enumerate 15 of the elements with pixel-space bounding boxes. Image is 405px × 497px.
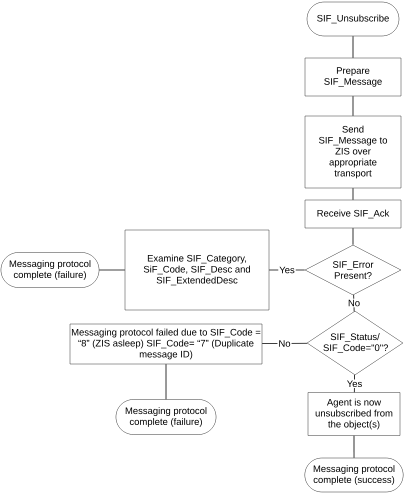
edge-label: No: [346, 298, 362, 308]
process-box: Prepare SIF_Message: [304, 58, 402, 96]
process-box: Send SIF_Message to ZIS over appropriate transport: [304, 116, 402, 188]
process-box: Receive SIF_Ack: [304, 200, 402, 228]
process-box: Agent is now unsubscribed from the object(s): [308, 392, 400, 436]
process-box: Examine SIF_Category, SiF_Code, SIF_Desc and SIF_ExtendedDesc: [124, 230, 270, 310]
process-box: Messaging protocol failed due to SIF_Code = “8” (ZIS asleep) SIF_Code= “7” (Duplicate message ID): [70, 324, 262, 364]
edge-label: Yes: [278, 266, 296, 274]
edge-label: Yes: [346, 379, 364, 388]
connector-line: [352, 188, 354, 200]
connector-line: [352, 96, 354, 116]
edge-label: No: [277, 339, 292, 348]
connector-line: [262, 342, 308, 344]
connector-line: [352, 228, 354, 246]
connector-line: [352, 36, 354, 58]
